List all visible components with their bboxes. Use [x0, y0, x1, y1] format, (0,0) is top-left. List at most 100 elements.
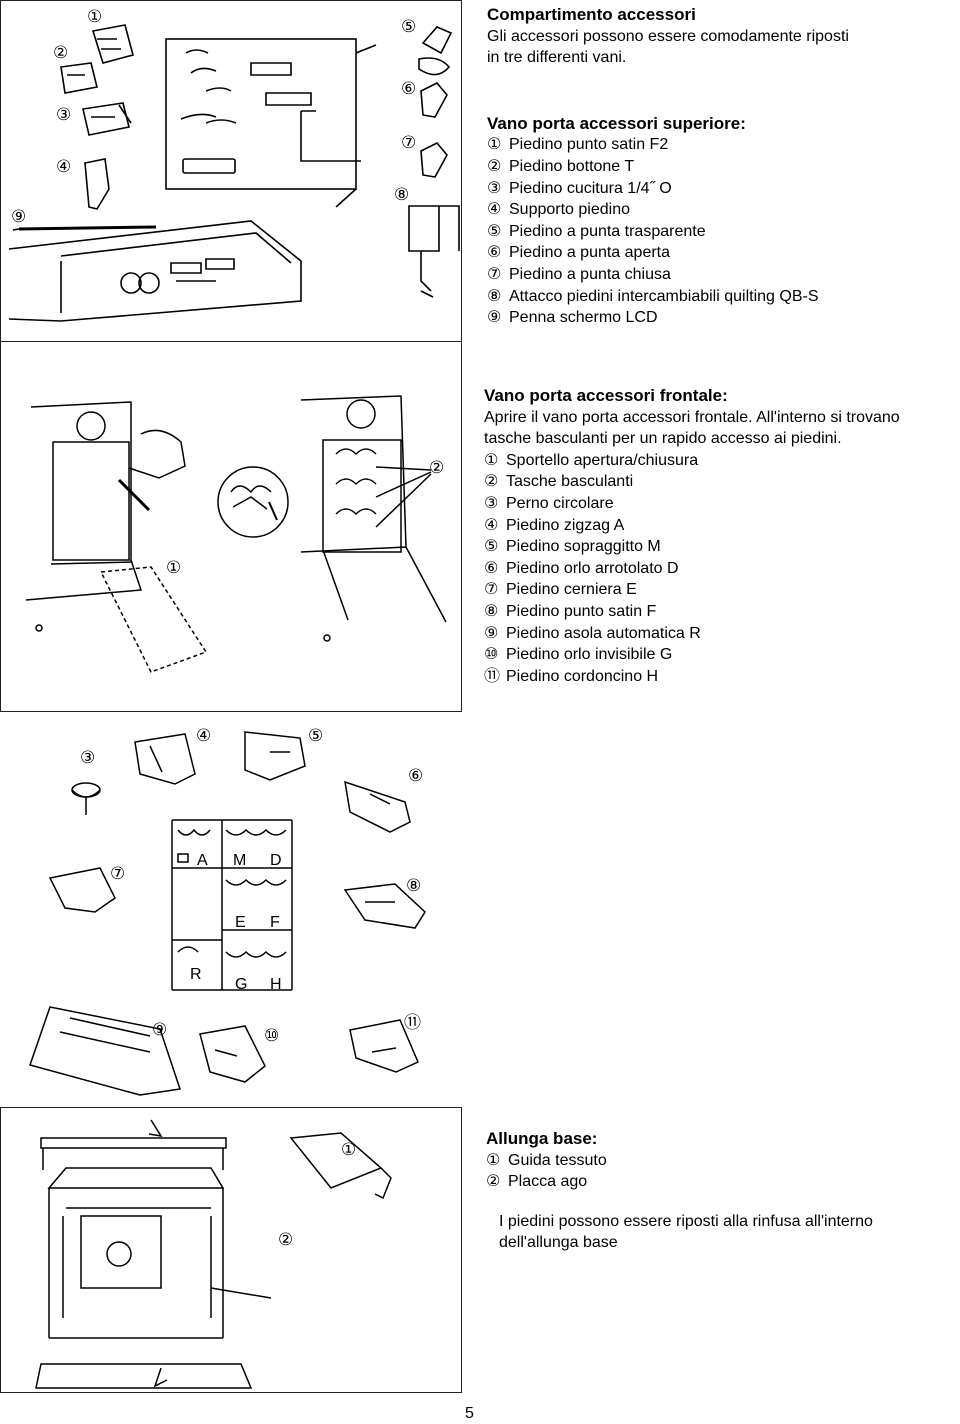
section1-title: Compartimento accessori: [487, 5, 696, 24]
section2-item-label: Piedino punto satin F: [506, 602, 657, 620]
top-compartment-illustration: [8, 24, 460, 322]
section-compartment-accessori: Compartimento accessori Gli accessori po…: [487, 4, 849, 329]
section3-note-line2: dell'allunga base: [499, 1234, 618, 1252]
section2-item-label: Piedino zigzag A: [506, 516, 625, 534]
section1-item-label: Piedino a punta trasparente: [509, 222, 706, 240]
section2-item-number: ⑦: [484, 581, 499, 599]
section1-subtitle: Vano porta accessori superiore:: [487, 113, 746, 133]
section2-item-label: Piedino orlo invisibile G: [506, 646, 673, 664]
section3-item-label: Placca ago: [508, 1173, 588, 1191]
section1-item: ⑥ Piedino a punta aperta: [487, 242, 849, 264]
fig1-callout-3: ③: [56, 105, 72, 124]
section2-item-label: Piedino cerniera E: [506, 581, 637, 599]
fig3-callout-10: ⑩: [264, 1026, 280, 1045]
section1-item-label: Piedino a punta aperta: [509, 244, 671, 262]
section2-item-number: ⑩: [484, 646, 499, 664]
fig4-callout-2: ②: [278, 1230, 294, 1249]
pocket-letter-f: F: [270, 914, 280, 931]
section3-item-number: ②: [486, 1173, 501, 1191]
fig1-callout-9: ⑨: [11, 207, 27, 226]
section1-item: ① Piedino punto satin F2: [487, 134, 849, 156]
section2-item-number: ②: [484, 473, 499, 491]
section2-item: ⑩ Piedino orlo invisibile G: [484, 644, 900, 666]
section2-item: ⑧ Piedino punto satin F: [484, 601, 900, 623]
section1-item-label: Attacco piedini intercambiabili quilting…: [509, 287, 819, 305]
section3-item-list: ① Guida tessuto ② Placca ago: [486, 1150, 873, 1193]
pocket-letter-e: E: [235, 914, 246, 931]
fig4-callout-1: ①: [341, 1140, 357, 1159]
section1-item-label: Piedino punto satin F2: [509, 136, 669, 154]
pocket-letter-m: M: [233, 852, 247, 869]
fig3-callout-5: ⑤: [308, 726, 324, 745]
section1-item-label: Piedino bottone T: [509, 157, 635, 175]
section2-intro-line1: Aprire il vano porta accessori frontale.…: [484, 408, 900, 426]
fig2-callout-1: ①: [166, 558, 182, 577]
section2-item-number: ⑤: [484, 538, 499, 556]
pockets-feet-illustration: [29, 731, 426, 1096]
section3-item: ① Guida tessuto: [486, 1150, 873, 1172]
section1-item-number: ⑥: [487, 244, 502, 262]
fig3-callout-8: ⑧: [406, 876, 422, 895]
section1-item-number: ⑨: [487, 309, 502, 327]
section3-item-number: ①: [486, 1151, 501, 1169]
fig1-callout-4: ④: [56, 157, 72, 176]
fig3-callout-4: ④: [196, 726, 212, 745]
section1-item-label: Supporto piedino: [509, 201, 630, 219]
section2-item: ⑨ Piedino asola automatica R: [484, 623, 900, 645]
section2-item-number: ⑪: [484, 667, 501, 685]
figure-front-compartment: ① ②: [0, 342, 462, 712]
front-compartment-illustration: [25, 395, 447, 673]
section2-item: ② Tasche basculanti: [484, 471, 900, 493]
section1-item-number: ③: [487, 179, 502, 197]
fig3-callout-3: ③: [80, 748, 96, 767]
pocket-letter-a: A: [197, 852, 208, 869]
fig1-callout-8: ⑧: [394, 185, 410, 204]
fig1-callout-5: ⑤: [401, 17, 417, 36]
page-number: 5: [465, 1405, 474, 1422]
fig3-callout-6: ⑥: [408, 766, 424, 785]
section1-item-label: Penna schermo LCD: [509, 309, 658, 327]
section-front-compartment: Vano porta accessori frontale: Aprire il…: [484, 385, 900, 687]
section1-intro-line1: Gli accessori possono essere comodamente…: [487, 27, 849, 45]
fig3-callout-9: ⑨: [152, 1020, 168, 1039]
section3-item: ② Placca ago: [486, 1171, 873, 1193]
section2-item-number: ④: [484, 516, 499, 534]
section1-item-number: ①: [487, 136, 502, 154]
section3-subtitle: Allunga base:: [486, 1129, 598, 1148]
section1-item-number: ⑧: [487, 287, 502, 305]
fig1-callout-2: ②: [53, 43, 69, 62]
section2-item: ④ Piedino zigzag A: [484, 515, 900, 537]
figure-extension-table: ① ②: [0, 1107, 462, 1393]
section2-item-label: Piedino sopraggitto M: [506, 538, 661, 556]
pocket-letter-r: R: [190, 966, 202, 983]
section2-item-label: Piedino asola automatica R: [506, 624, 701, 642]
fig3-callout-11: ⑪: [404, 1013, 421, 1032]
figure-pockets-feet: ③ ④ ⑤ ⑥ ⑦ ⑧ ⑨ ⑩ ⑪ A M D E F R G H: [0, 712, 462, 1107]
section2-item-label: Perno circolare: [506, 494, 614, 512]
section1-item: ⑧ Attacco piedini intercambiabili quiltin…: [487, 286, 849, 308]
section2-item-label: Tasche basculanti: [506, 473, 634, 491]
section2-item: ⑦ Piedino cerniera E: [484, 579, 900, 601]
section2-item-label: Sportello apertura/chiusura: [506, 451, 699, 469]
section3-item-label: Guida tessuto: [508, 1151, 607, 1169]
section2-item-label: Piedino cordoncino H: [506, 667, 659, 685]
section2-item: ⑪ Piedino cordoncino H: [484, 666, 900, 688]
section1-item-number: ④: [487, 201, 502, 219]
section1-item: ⑨ Penna schermo LCD: [487, 307, 849, 329]
extension-table-illustration: [35, 1119, 392, 1389]
pocket-letter-d: D: [270, 852, 282, 869]
figure-top-compartment: ① ② ③ ④ ⑤ ⑥ ⑦ ⑧ ⑨: [0, 0, 462, 342]
section2-item-number: ⑧: [484, 602, 499, 620]
pocket-letter-h: H: [270, 976, 282, 993]
section2-item-number: ⑨: [484, 624, 499, 642]
fig1-callout-6: ⑥: [401, 79, 417, 98]
section1-item-label: Piedino a punta chiusa: [509, 265, 671, 283]
